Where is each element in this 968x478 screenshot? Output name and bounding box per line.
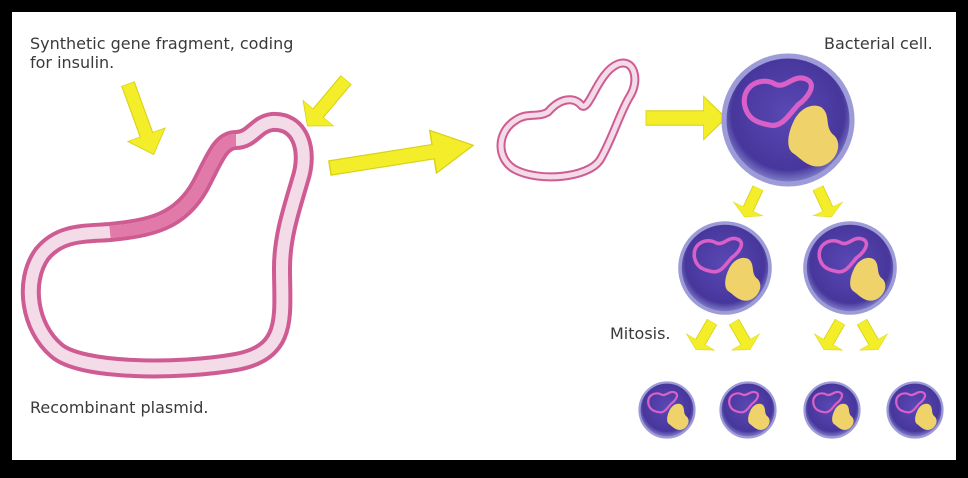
recombinant-plasmid-icon <box>31 122 304 369</box>
bacterial-cell-label: Bacterial cell. <box>824 34 933 53</box>
bacterial-cell-icon <box>805 223 895 313</box>
bacterial-cell-icon <box>721 383 776 438</box>
bacterial-cell-icon <box>888 383 943 438</box>
bacterial-cell-icon <box>724 56 852 184</box>
bacterial-cell-icon <box>805 383 860 438</box>
mitosis-label: Mitosis. <box>610 324 671 343</box>
recombinant-plasmid-label: Recombinant plasmid. <box>30 398 208 417</box>
small-plasmid-icon <box>501 63 635 177</box>
gene-fragment-label-line2: for insulin. <box>30 53 114 72</box>
bacterial-cell-icon <box>680 223 770 313</box>
gene-fragment-label-line1: Synthetic gene fragment, coding <box>30 34 293 53</box>
bacterial-cell-icon <box>640 383 695 438</box>
